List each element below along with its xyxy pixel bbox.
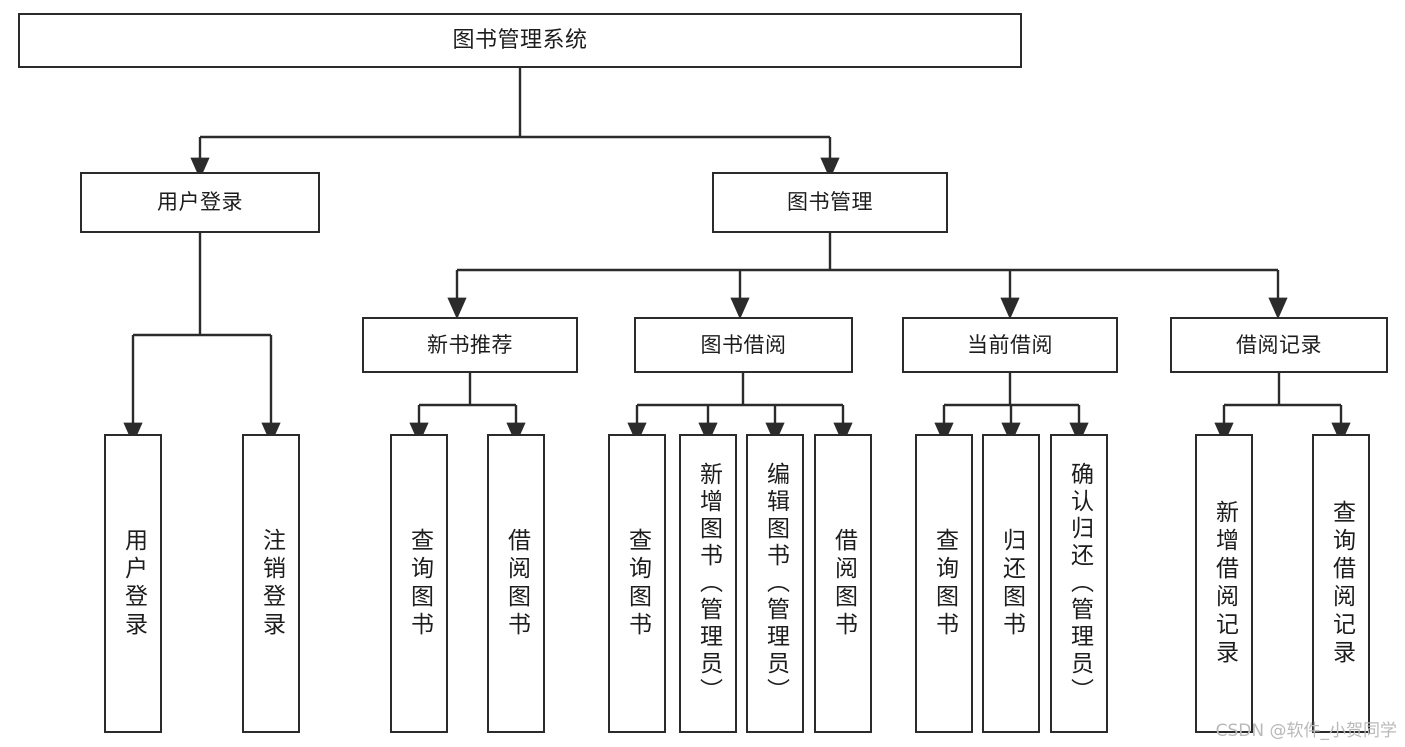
- leaf-logout-label: 注销登录: [258, 527, 285, 640]
- leaf-query-borrow-record[interactable]: 查询借阅记录: [1312, 434, 1370, 733]
- leaf-confirm-return-admin[interactable]: 确认归还（管理员）: [1050, 434, 1108, 733]
- leaf-add-borrow-record-label: 新增借阅记录: [1211, 499, 1238, 668]
- node-current-borrow-label: 当前借阅: [967, 332, 1053, 357]
- node-borrow-record[interactable]: 借阅记录: [1170, 317, 1388, 373]
- node-root-label: 图书管理系统: [452, 27, 588, 53]
- leaf-return-book-label: 归还图书: [998, 527, 1025, 640]
- node-book-borrow-label: 图书借阅: [700, 332, 787, 357]
- leaf-query-book-current-label: 查询图书: [931, 527, 958, 640]
- node-book-management-label: 图书管理: [787, 190, 873, 215]
- leaf-borrow-book[interactable]: 借阅图书: [814, 434, 872, 733]
- leaf-confirm-return-admin-label: 确认归还（管理员）: [1066, 462, 1093, 705]
- node-borrow-record-label: 借阅记录: [1236, 332, 1322, 357]
- node-book-management[interactable]: 图书管理: [712, 172, 948, 233]
- leaf-user-login-label: 用户登录: [120, 527, 147, 640]
- node-current-borrow[interactable]: 当前借阅: [902, 317, 1118, 373]
- leaf-query-book-new-label: 查询图书: [406, 527, 433, 640]
- leaf-logout[interactable]: 注销登录: [242, 434, 300, 733]
- node-new-book-recommend[interactable]: 新书推荐: [362, 317, 578, 373]
- node-book-borrow[interactable]: 图书借阅: [634, 317, 853, 373]
- leaf-edit-book-admin-label: 编辑图书（管理员）: [762, 462, 789, 705]
- node-root[interactable]: 图书管理系统: [18, 13, 1022, 68]
- csdn-watermark: CSDN @软件_小贺同学: [1215, 721, 1397, 741]
- leaf-borrow-book-label: 借阅图书: [830, 527, 857, 640]
- leaf-query-book-current[interactable]: 查询图书: [915, 434, 973, 733]
- leaf-query-book-borrow[interactable]: 查询图书: [608, 434, 666, 733]
- leaf-edit-book-admin[interactable]: 编辑图书（管理员）: [746, 434, 804, 733]
- leaf-add-borrow-record[interactable]: 新增借阅记录: [1195, 434, 1253, 733]
- leaf-user-login[interactable]: 用户登录: [104, 434, 162, 733]
- leaf-return-book[interactable]: 归还图书: [982, 434, 1040, 733]
- node-user-login[interactable]: 用户登录: [80, 172, 320, 233]
- leaf-borrow-book-new[interactable]: 借阅图书: [487, 434, 545, 733]
- leaf-query-borrow-record-label: 查询借阅记录: [1328, 499, 1355, 668]
- leaf-add-book-admin-label: 新增图书（管理员）: [695, 462, 722, 705]
- leaf-query-book-new[interactable]: 查询图书: [390, 434, 448, 733]
- leaf-query-book-borrow-label: 查询图书: [624, 527, 651, 640]
- node-user-login-label: 用户登录: [157, 190, 243, 215]
- leaf-add-book-admin[interactable]: 新增图书（管理员）: [679, 434, 737, 733]
- node-new-book-recommend-label: 新书推荐: [427, 332, 513, 357]
- leaf-borrow-book-new-label: 借阅图书: [503, 527, 530, 640]
